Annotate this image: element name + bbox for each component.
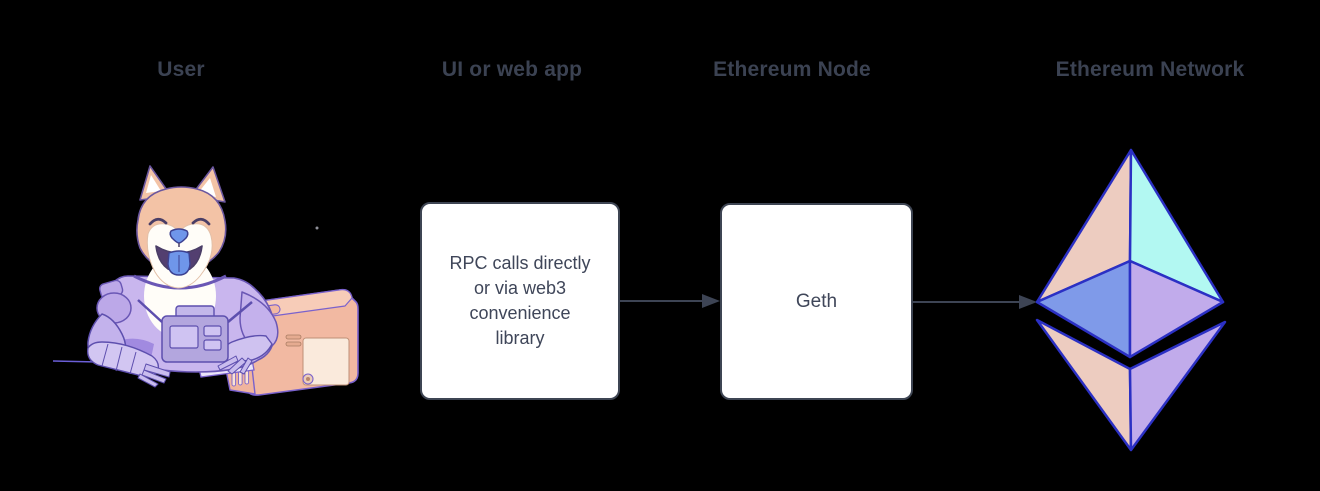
arrow-node-to-network-icon [913,295,1037,309]
column-heading-network: Ethereum Network [1055,58,1245,81]
doge-user-illustration [52,165,359,396]
arrow-webapp-to-node-icon [620,294,720,308]
webapp-node-label: RPC calls directly or via web3 convenien… [449,253,591,348]
ethereum-logo-icon [1035,148,1227,452]
column-heading-webapp: UI or web app [441,58,583,81]
geth-node-box: Geth [720,203,913,400]
column-heading-node: Ethereum Node [713,58,871,81]
doge-astronaut-icon [87,165,279,388]
sparkle-dot [315,226,319,230]
column-heading-user: User [157,58,205,81]
webapp-node-box: RPC calls directly or via web3 convenien… [420,202,620,400]
desk-line [52,360,99,363]
geth-node-label: Geth [795,291,838,312]
